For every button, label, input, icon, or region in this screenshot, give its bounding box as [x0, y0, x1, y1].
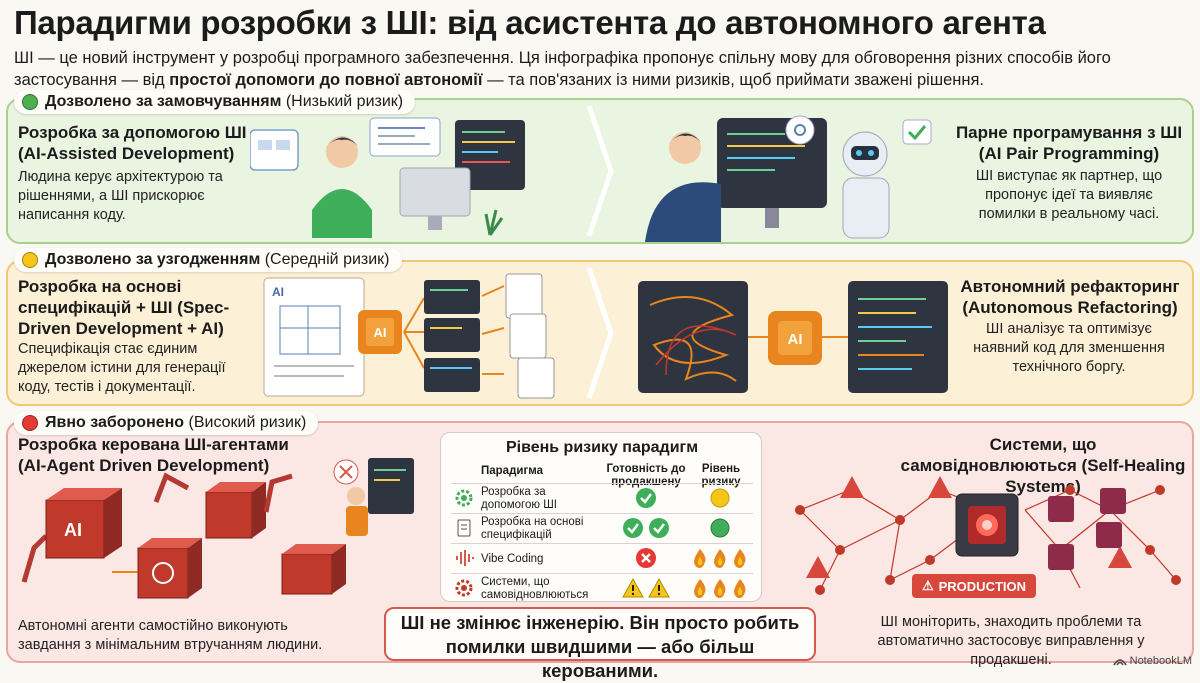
check-icon — [623, 518, 643, 538]
spec-ai-chip-label: AI — [374, 325, 387, 340]
medium-risk-tag-level: (Середній ризик) — [260, 251, 390, 268]
intro-bold: простої допомоги до повної автономії — [169, 71, 483, 89]
risk-table-header-paradigm: Парадигма — [481, 465, 543, 477]
warning-icon — [622, 577, 644, 598]
intro-text-1: ШІ — це новий інструмент у розробці прог… — [14, 49, 1111, 89]
low-risk-tag: Дозволено за замовчуванням (Низький ризи… — [14, 90, 416, 114]
low-risk-tag-level: (Низький ризик) — [281, 93, 404, 110]
key-quote: ШІ не змінює інженерію. Він просто робит… — [384, 607, 816, 681]
warning-icon — [806, 556, 830, 578]
cross-icon — [636, 548, 656, 568]
high-risk-tag-level: (Високий ризик) — [184, 414, 307, 431]
table-row: Системи, що самовідновлюються — [451, 573, 753, 603]
yellow-dot-icon — [22, 252, 38, 268]
ai-assisted-text: Людина керує архітектурою та рішеннями, … — [18, 169, 223, 223]
row-name: Vibe Coding — [481, 552, 544, 565]
self-healing-illustration — [795, 476, 1181, 595]
agent-driven-illustration: AI — [21, 458, 414, 599]
low-risk-band — [6, 98, 1194, 244]
spec-ai-label: AI — [272, 285, 284, 299]
medium-risk-tag: Дозволено за узгодженням (Середній ризик… — [14, 248, 402, 272]
risk-table-title: Рівень ризику парадигм — [505, 439, 699, 456]
table-row: Vibe Coding — [451, 543, 753, 573]
readiness-cell — [611, 547, 681, 571]
risk-cell — [687, 517, 753, 541]
risk-cell — [687, 547, 753, 571]
spec-driven-illustration: AI AI — [263, 273, 555, 399]
warning-icon — [1108, 546, 1132, 568]
medium-risk-tag-label: Дозволено за узгодженням — [45, 251, 261, 268]
flame-icon — [714, 579, 726, 598]
flame-icon — [694, 579, 706, 598]
intro-text-2: — та пов'язаних із ними ризиків, щоб при… — [482, 71, 984, 89]
readiness-cell — [611, 577, 681, 601]
chevron-right-icon — [586, 267, 614, 399]
risk-cell — [687, 487, 753, 511]
row-name: Розробка на основі специфікацій — [481, 516, 584, 541]
risk-cell — [687, 577, 753, 601]
medium-risk-band — [6, 260, 1194, 406]
row-name: Системи, що самовідновлюються — [481, 576, 589, 601]
production-badge: ⚠ PRODUCTION — [912, 574, 1036, 598]
flame-icon — [734, 549, 746, 568]
refactoring-title: Автономний рефакторинг (Autonomous Refac… — [960, 277, 1180, 317]
readiness-cell — [611, 487, 681, 511]
readiness-cell — [611, 517, 681, 541]
intro-paragraph: ШІ — це новий інструмент у розробці прог… — [14, 47, 1184, 91]
self-healing-text: ШІ моніторить, знаходить проблеми та авт… — [877, 614, 1145, 668]
notebooklm-logo-icon — [1112, 659, 1127, 666]
spec-driven-text: Специфікація стає єдиним джерелом істини… — [18, 341, 226, 395]
document-icon — [457, 519, 471, 537]
green-dot-icon — [22, 94, 38, 110]
agent-driven-text: Автономні агенти самостійно виконують за… — [18, 618, 323, 653]
low-risk-tag-label: Дозволено за замовчуванням — [45, 93, 282, 110]
page-title: Парадигми розробки з ШІ: від асистента д… — [14, 4, 1046, 41]
risk-table-header-readiness: Готовність до продакшену — [606, 463, 686, 488]
watermark-text: NotebookLM — [1129, 655, 1192, 667]
refactoring-text: ШІ аналізує та оптимізує наявний код для… — [973, 321, 1165, 375]
high-risk-tag: Явно заборонено (Високий ризик) — [14, 411, 319, 435]
agent-ai-label: AI — [64, 520, 82, 540]
pair-programming-text: ШІ виступає як партнер, що пропонує ідеї… — [975, 168, 1163, 222]
refactoring-illustration: AI — [638, 281, 948, 393]
pair-programming-illustration — [645, 115, 932, 242]
red-dot-icon — [22, 415, 38, 431]
flame-icon — [694, 549, 706, 568]
check-icon — [649, 518, 669, 538]
warning-icon — [928, 476, 952, 498]
flame-icon — [734, 579, 746, 598]
yellow-dot-icon — [710, 488, 730, 508]
flame-icon — [714, 549, 726, 568]
agent-driven-title: Розробка керована ШІ-агентами (AI-Agent … — [18, 435, 289, 475]
sound-wave-icon — [456, 550, 474, 566]
check-icon — [636, 488, 656, 508]
risk-table: Рівень ризику парадигм Парадигма Готовні… — [440, 432, 762, 602]
chevron-right-icon — [586, 105, 614, 237]
self-healing-title: Системи, що самовідновлюються (Self-Heal… — [900, 435, 1186, 496]
table-row: Розробка на основі специфікацій — [451, 513, 753, 543]
warning-icon — [648, 577, 670, 598]
refactor-ai-chip-label: AI — [788, 331, 803, 348]
watermark: NotebookLM — [1112, 655, 1192, 667]
spec-driven-title: Розробка на основі специфікацій + ШІ (Sp… — [18, 277, 230, 338]
gear-icon — [455, 489, 473, 507]
risk-table-header-risk: Рівень ризику — [701, 463, 741, 488]
pair-programming-title: Парне програмування з ШІ (AI Pair Progra… — [955, 123, 1183, 163]
table-row: Розробка за допомогою ШІ — [451, 483, 753, 513]
gear-alert-icon — [455, 579, 473, 597]
high-risk-tag-label: Явно заборонено — [45, 414, 185, 431]
warning-icon: ⚠ — [921, 578, 934, 593]
green-dot-icon — [710, 518, 730, 538]
warning-icon — [840, 476, 864, 498]
developer-illustration — [250, 117, 525, 238]
ai-assisted-title: Розробка за допомогою ШІ (AI-Assisted De… — [18, 123, 247, 163]
row-name: Розробка за допомогою ШІ — [481, 486, 557, 511]
production-label: PRODUCTION — [938, 578, 1027, 594]
